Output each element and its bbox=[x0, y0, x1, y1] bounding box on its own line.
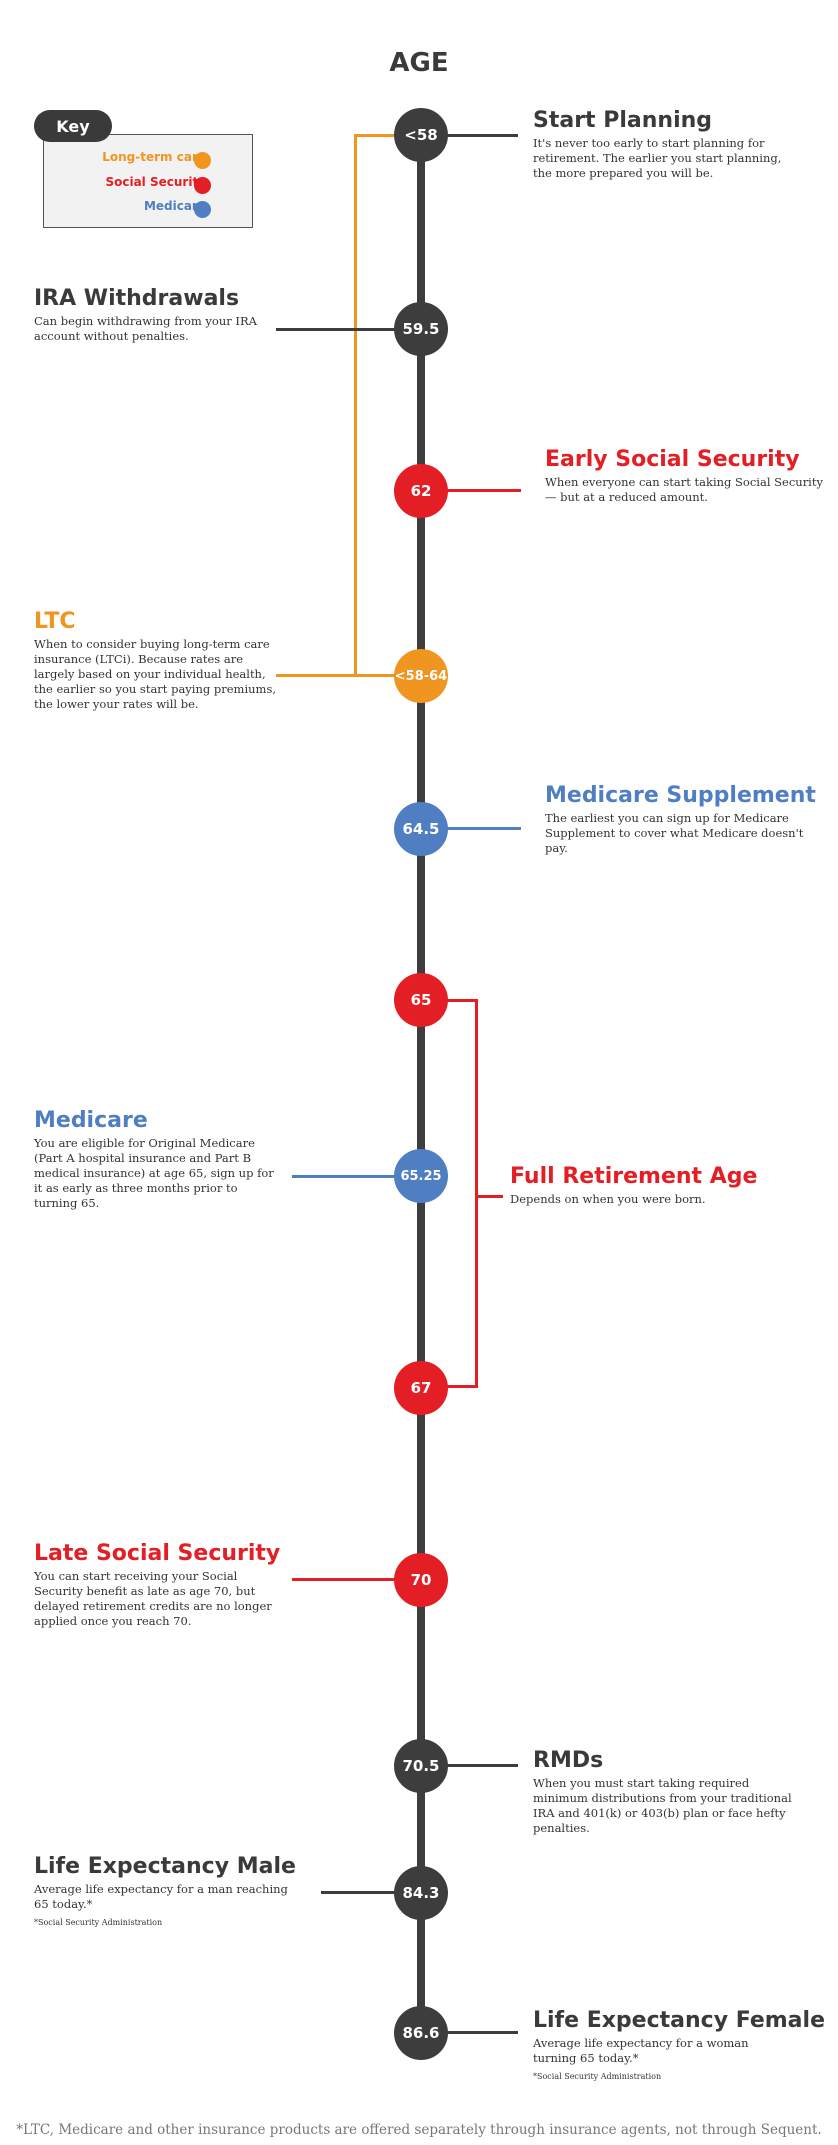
event-description: When you must start taking required mini… bbox=[533, 1776, 792, 1835]
fra-bracket-top bbox=[421, 999, 478, 1002]
event-description: You can start receiving your Social Secu… bbox=[34, 1569, 272, 1628]
fra-bracket-bottom bbox=[421, 1385, 478, 1388]
event-description: You are eligible for Original Medicare (… bbox=[34, 1136, 274, 1210]
fra-bracket-vertical bbox=[475, 999, 478, 1388]
blue-dot-icon bbox=[194, 201, 211, 218]
event-rmds: RMDs When you must start taking required… bbox=[533, 1748, 803, 1836]
event-life-expectancy-female: Life Expectancy Female Average life expe… bbox=[533, 2008, 825, 2082]
event-description: Can begin withdrawing from your IRA acco… bbox=[34, 314, 257, 343]
age-node: 65.25 bbox=[394, 1149, 448, 1203]
key-legend: Long-term care Social Security Medicare bbox=[43, 134, 253, 228]
event-description: When to consider buying long-term care i… bbox=[34, 637, 277, 711]
event-heading: Full Retirement Age bbox=[510, 1164, 758, 1189]
age-node: 86.6 bbox=[394, 2006, 448, 2060]
age-node: 70.5 bbox=[394, 1739, 448, 1793]
event-heading: RMDs bbox=[533, 1748, 604, 1773]
event-life-expectancy-male: Life Expectancy Male Average life expect… bbox=[34, 1854, 304, 1928]
event-early-social-security: Early Social Security When everyone can … bbox=[545, 447, 825, 505]
event-description: Depends on when you were born. bbox=[510, 1192, 706, 1206]
start-planning-connector bbox=[421, 134, 518, 137]
event-source-note: *Social Security Administration bbox=[34, 1918, 163, 1927]
event-heading: Life Expectancy Male bbox=[34, 1854, 296, 1879]
event-source-note: *Social Security Administration bbox=[533, 2072, 662, 2081]
medicare-supplement-connector bbox=[421, 827, 521, 830]
age-node: 84.3 bbox=[394, 1866, 448, 1920]
event-late-social-security: Late Social Security You can start recei… bbox=[34, 1541, 284, 1629]
life-female-connector bbox=[421, 2031, 518, 2034]
event-description: When everyone can start taking Social Se… bbox=[545, 475, 823, 504]
age-node: <58-64 bbox=[394, 649, 448, 703]
age-node: 64.5 bbox=[394, 802, 448, 856]
event-heading: Medicare Supplement bbox=[545, 783, 816, 808]
key-title: Key bbox=[34, 110, 112, 142]
event-heading: Medicare bbox=[34, 1108, 148, 1133]
event-full-retirement-age: Full Retirement Age Depends on when you … bbox=[510, 1164, 790, 1207]
event-ltc: LTC When to consider buying long-term ca… bbox=[34, 609, 284, 712]
red-dot-icon bbox=[194, 177, 211, 194]
event-heading: Late Social Security bbox=[34, 1541, 281, 1566]
ira-connector bbox=[276, 328, 421, 331]
event-description: Average life expectancy for a man reachi… bbox=[34, 1882, 288, 1911]
medicare-connector bbox=[292, 1175, 421, 1178]
age-node: 65 bbox=[394, 973, 448, 1027]
event-ira-withdrawals: IRA Withdrawals Can begin withdrawing fr… bbox=[34, 286, 284, 344]
late-ss-connector bbox=[292, 1578, 421, 1581]
event-heading: Start Planning bbox=[533, 108, 713, 133]
age-node: 59.5 bbox=[394, 302, 448, 356]
fra-connector bbox=[475, 1195, 503, 1198]
event-heading: Early Social Security bbox=[545, 447, 800, 472]
age-node: 67 bbox=[394, 1361, 448, 1415]
ltc-bracket-vertical bbox=[354, 134, 357, 677]
event-description: It's never too early to start planning f… bbox=[533, 136, 782, 180]
key-label-long-term-care: Long-term care bbox=[102, 150, 206, 164]
ltc-connector bbox=[276, 674, 421, 677]
event-heading: IRA Withdrawals bbox=[34, 286, 240, 311]
event-medicare-supplement: Medicare Supplement The earliest you can… bbox=[545, 783, 816, 856]
event-start-planning: Start Planning It's never too early to s… bbox=[533, 108, 793, 181]
key-label-social-security: Social Security bbox=[105, 175, 206, 189]
orange-dot-icon bbox=[194, 152, 211, 169]
footer-disclaimer: *LTC, Medicare and other insurance produ… bbox=[16, 2122, 822, 2138]
age-node: <58 bbox=[394, 108, 448, 162]
age-node: 70 bbox=[394, 1553, 448, 1607]
ltc-bracket-top bbox=[354, 134, 421, 137]
early-ss-connector bbox=[421, 489, 521, 492]
event-medicare: Medicare You are eligible for Original M… bbox=[34, 1108, 284, 1211]
rmd-connector bbox=[421, 1764, 518, 1767]
event-heading: LTC bbox=[34, 609, 76, 634]
age-node: 62 bbox=[394, 464, 448, 518]
timeline-spine bbox=[417, 136, 425, 2036]
event-description: The earliest you can sign up for Medicar… bbox=[545, 811, 804, 855]
event-heading: Life Expectancy Female bbox=[533, 2008, 825, 2033]
life-male-connector bbox=[321, 1891, 421, 1894]
key-label-medicare: Medicare bbox=[143, 199, 206, 213]
page-title: AGE bbox=[389, 48, 449, 78]
event-description: Average life expectancy for a woman turn… bbox=[533, 2036, 749, 2065]
